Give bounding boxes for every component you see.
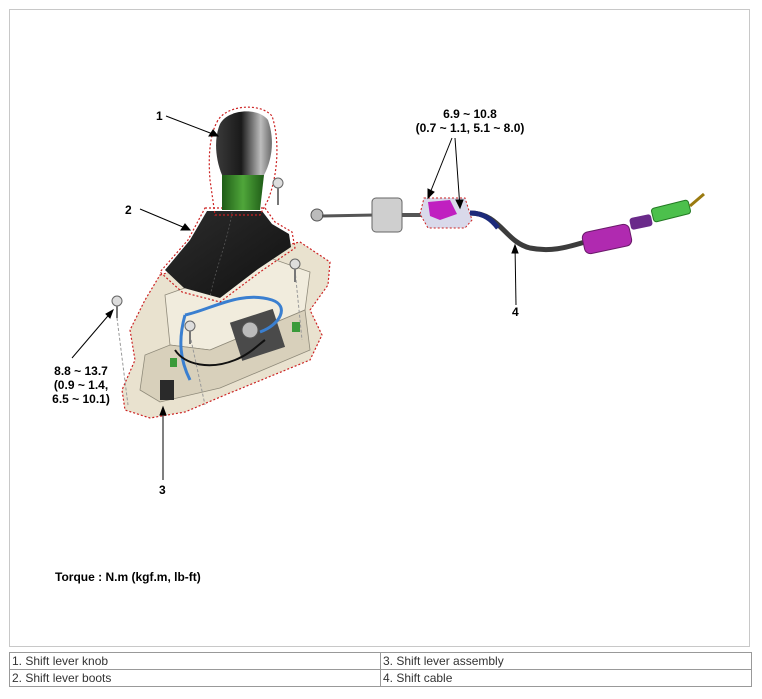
shift-lever-boots xyxy=(159,207,296,303)
torque-top-line2: (0.7 ~ 1.1, 5.1 ~ 8.0) xyxy=(415,121,525,135)
torque-top-line1: 6.9 ~ 10.8 xyxy=(443,107,497,121)
torque-left-line2: (0.9 ~ 1.4, xyxy=(53,378,109,392)
cable-grommet xyxy=(581,223,633,255)
torque-units-note: Torque : N.m (kgf.m, lb-ft) xyxy=(55,570,201,584)
cable-rod xyxy=(689,192,705,208)
knob-collar xyxy=(222,175,264,210)
boots-outline xyxy=(159,207,296,303)
connector xyxy=(160,380,174,400)
cable-sheath-blue xyxy=(469,210,500,230)
mechanism-gear xyxy=(241,321,259,339)
legend-item-1: 1. Shift lever knob xyxy=(9,652,381,670)
boots-seam xyxy=(209,211,233,298)
legend-item-2: 2. Shift lever boots xyxy=(9,669,381,687)
green-tab xyxy=(292,322,300,332)
screw-top xyxy=(272,177,284,205)
knob-head xyxy=(216,111,272,175)
shift-lever-knob xyxy=(208,106,278,216)
callout-3: 3 xyxy=(159,483,166,497)
torque-left-line1: 8.8 ~ 13.7 xyxy=(54,364,108,378)
screw-right xyxy=(289,258,301,282)
legend-item-4: 4. Shift cable xyxy=(380,669,752,687)
cable-adjuster xyxy=(371,197,403,233)
legend-item-3: 3. Shift lever assembly xyxy=(380,652,752,670)
leader-lines xyxy=(71,115,519,480)
shift-lever-diagram xyxy=(71,106,705,480)
callout-2: 2 xyxy=(125,203,132,217)
shift-cable xyxy=(310,192,705,255)
mechanism-plate xyxy=(229,308,286,361)
knob-outline xyxy=(208,106,278,216)
diagram-frame: 1 2 3 4 6.9 ~ 10.8 (0.7 ~ 1.1, 5.1 ~ 8.0… xyxy=(9,9,750,647)
cable-bracket xyxy=(428,200,457,220)
boots-shape xyxy=(165,211,291,298)
mount-post-1 xyxy=(189,334,206,406)
callout-1: 1 xyxy=(156,109,163,123)
torque-left-line3: 6.5 ~ 10.1) xyxy=(52,392,110,406)
legend-row: 2. Shift lever boots 4. Shift cable xyxy=(9,669,752,687)
wiring-harness xyxy=(179,295,283,381)
legend-row: 1. Shift lever knob 3. Shift lever assem… xyxy=(9,652,752,670)
wiring-harness-black xyxy=(174,339,266,367)
cable-end-eyelet xyxy=(310,208,324,222)
shift-lever-assembly xyxy=(121,241,331,419)
torque-spec-cable-bracket: 6.9 ~ 10.8 (0.7 ~ 1.1, 5.1 ~ 8.0) xyxy=(400,107,540,135)
callout-4: 4 xyxy=(512,305,519,319)
torque-spec-assembly: 8.8 ~ 13.7 (0.9 ~ 1.4, 6.5 ~ 10.1) xyxy=(36,364,126,406)
green-tab-2 xyxy=(170,358,177,367)
screw-left xyxy=(111,295,129,406)
cable-spring xyxy=(651,199,691,223)
parts-legend-table: 1. Shift lever knob 3. Shift lever assem… xyxy=(9,652,752,687)
screw-center xyxy=(184,320,196,344)
mount-post-2 xyxy=(294,269,303,341)
cable-sleeve xyxy=(629,214,653,230)
